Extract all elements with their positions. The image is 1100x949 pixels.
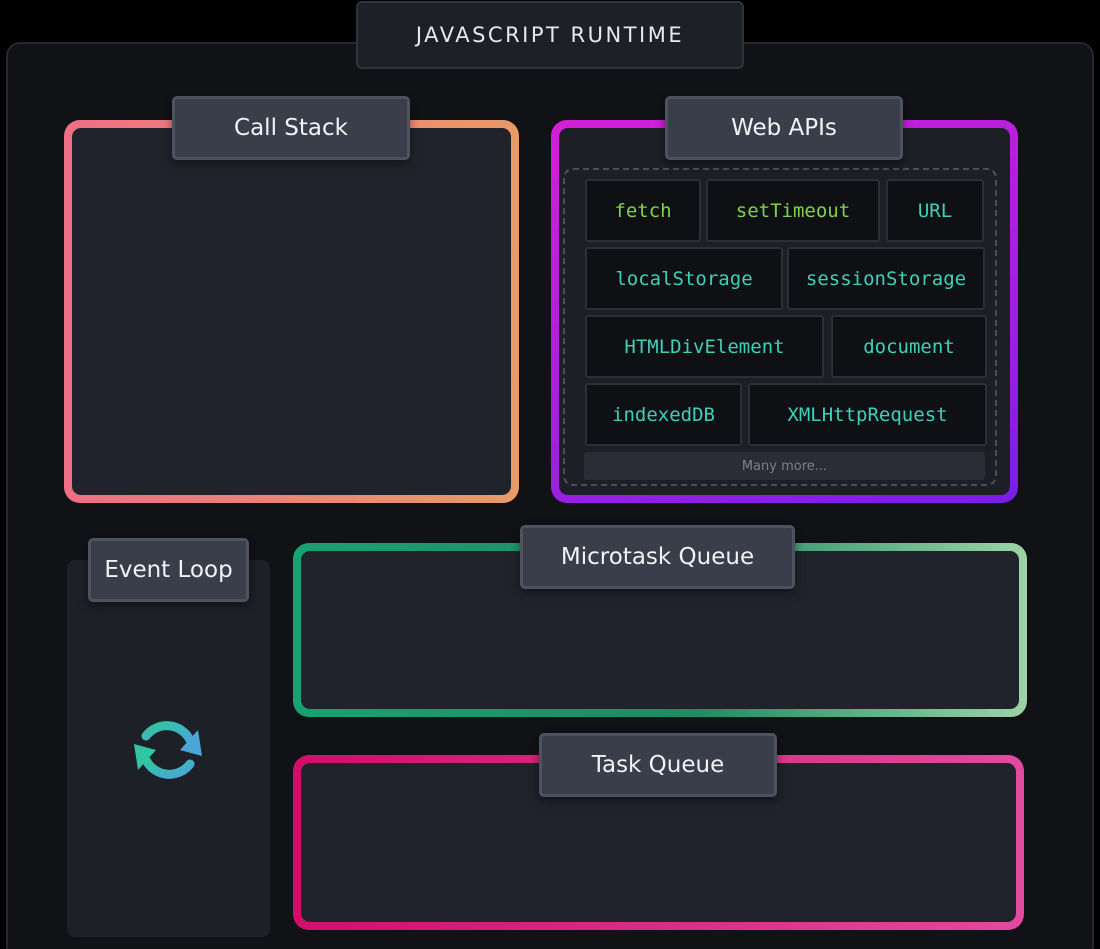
web-apis-list [563, 168, 997, 486]
call-stack-box [64, 120, 519, 503]
api-item-localstorage: localStorage [585, 247, 783, 310]
event-loop-label: Event Loop [88, 538, 249, 602]
refresh-icon [134, 721, 202, 779]
api-item-xmlhttprequest: XMLHttpRequest [748, 383, 987, 446]
call-stack-area [72, 128, 511, 495]
api-item-htmldivelement: HTMLDivElement [585, 315, 824, 378]
task-queue-label: Task Queue [539, 733, 777, 797]
api-item-settimeout: setTimeout [706, 179, 880, 242]
api-item-url: URL [886, 179, 984, 242]
api-item-sessionstorage: sessionStorage [787, 247, 985, 310]
api-item-document: document [831, 315, 987, 378]
event-loop-panel [67, 560, 270, 937]
call-stack-label: Call Stack [172, 96, 410, 160]
api-item-indexeddb: indexedDB [585, 383, 742, 446]
microtask-queue-label: Microtask Queue [520, 525, 795, 589]
web-apis-label: Web APIs [665, 96, 903, 160]
web-apis-more-note: Many more... [584, 452, 985, 480]
runtime-title: JAVASCRIPT RUNTIME [356, 1, 744, 69]
api-item-fetch: fetch [585, 179, 701, 242]
